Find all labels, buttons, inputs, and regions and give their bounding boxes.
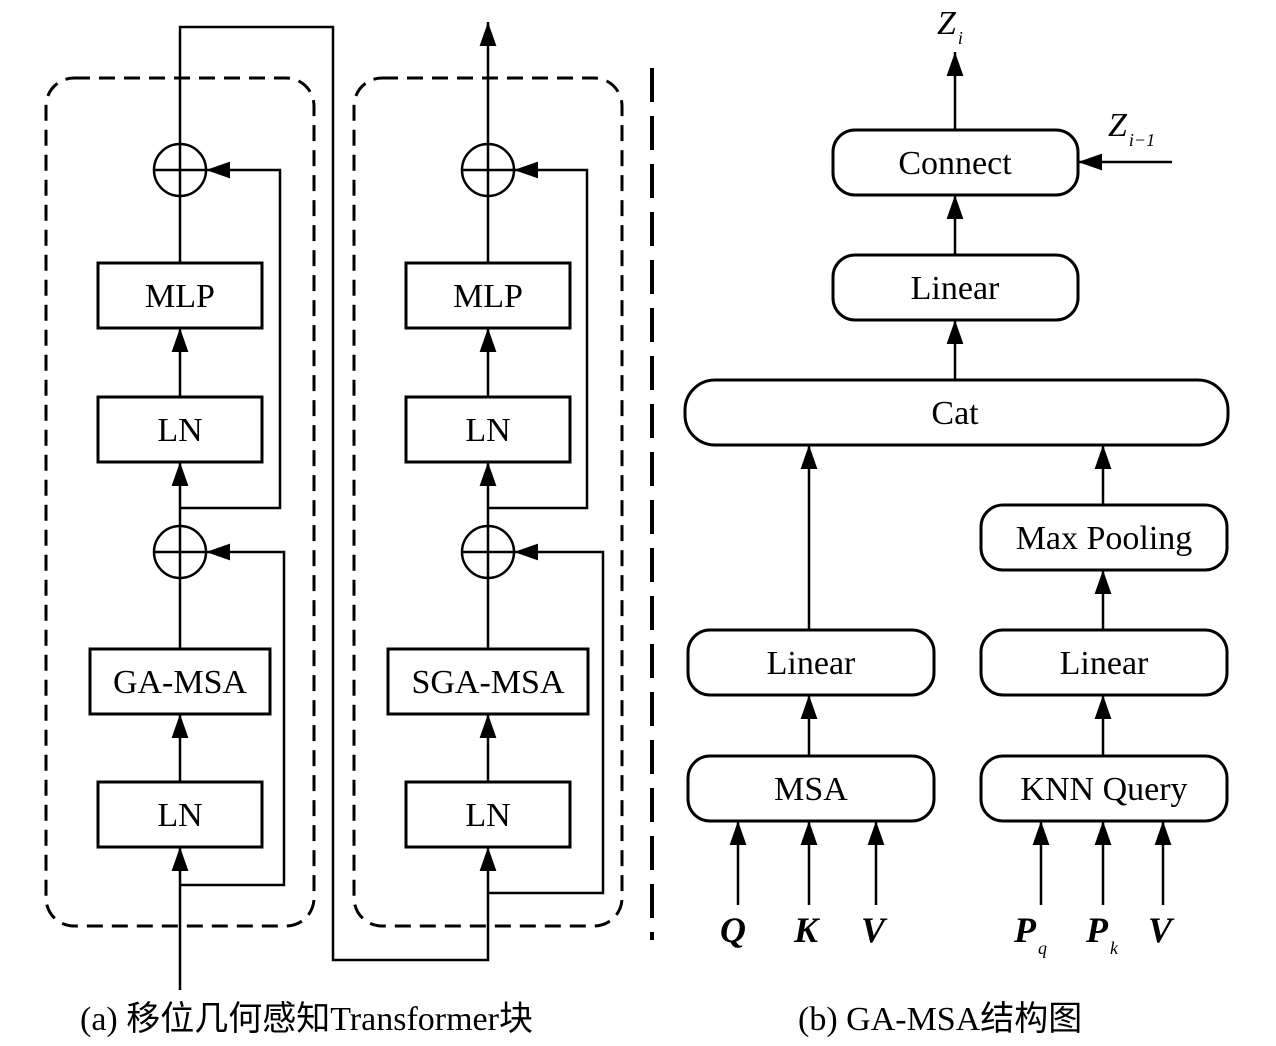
block1-add-top [152,142,208,198]
input-q-label: Q [720,910,746,950]
knn-query-label: KNN Query [1020,771,1187,808]
left-caption: (a) 移位几何感知Transformer块 [80,1000,533,1038]
input-v-label: V [861,910,888,950]
block1-ga-msa-label: GA-MSA [113,664,248,701]
cat-box [683,378,1230,447]
left-panel-labels: MLP LN GA-MSA LN MLP LN SGA-MSA LN (a) 移… [80,278,565,1038]
input-v2-label: V [1148,910,1175,950]
linear-top-label: Linear [911,270,1000,307]
right-caption: (b) GA-MSA结构图 [798,1000,1082,1038]
block1-to-block2-connector [178,25,497,962]
input-k-label: K [793,910,821,950]
left-linear-label: Linear [767,645,856,682]
connect-label: Connect [898,145,1012,182]
block2-sga-msa-label: SGA-MSA [411,664,564,701]
right-linear-label: Linear [1060,645,1149,682]
cat-label: Cat [931,395,979,432]
right-panel [683,52,1230,905]
block1-add-bottom [152,524,208,580]
block2-add-bottom [460,524,516,580]
block2-ln-top-label: LN [465,412,510,449]
block2-add-top [460,142,516,198]
block1-mlp-label: MLP [145,278,215,315]
block2-ln-bottom-label: LN [465,797,510,834]
block1-residual-2 [180,161,282,510]
block1-ln-top-label: LN [157,412,202,449]
block1-residual-1 [180,543,286,887]
max-pooling-label: Max Pooling [1016,520,1193,557]
msa-label: MSA [774,771,848,808]
block2-mlp-label: MLP [453,278,523,315]
left-panel [44,22,654,990]
block2-residual-1 [488,543,605,895]
block2-residual-2 [488,161,589,510]
block1-ln-bottom-label: LN [157,797,202,834]
